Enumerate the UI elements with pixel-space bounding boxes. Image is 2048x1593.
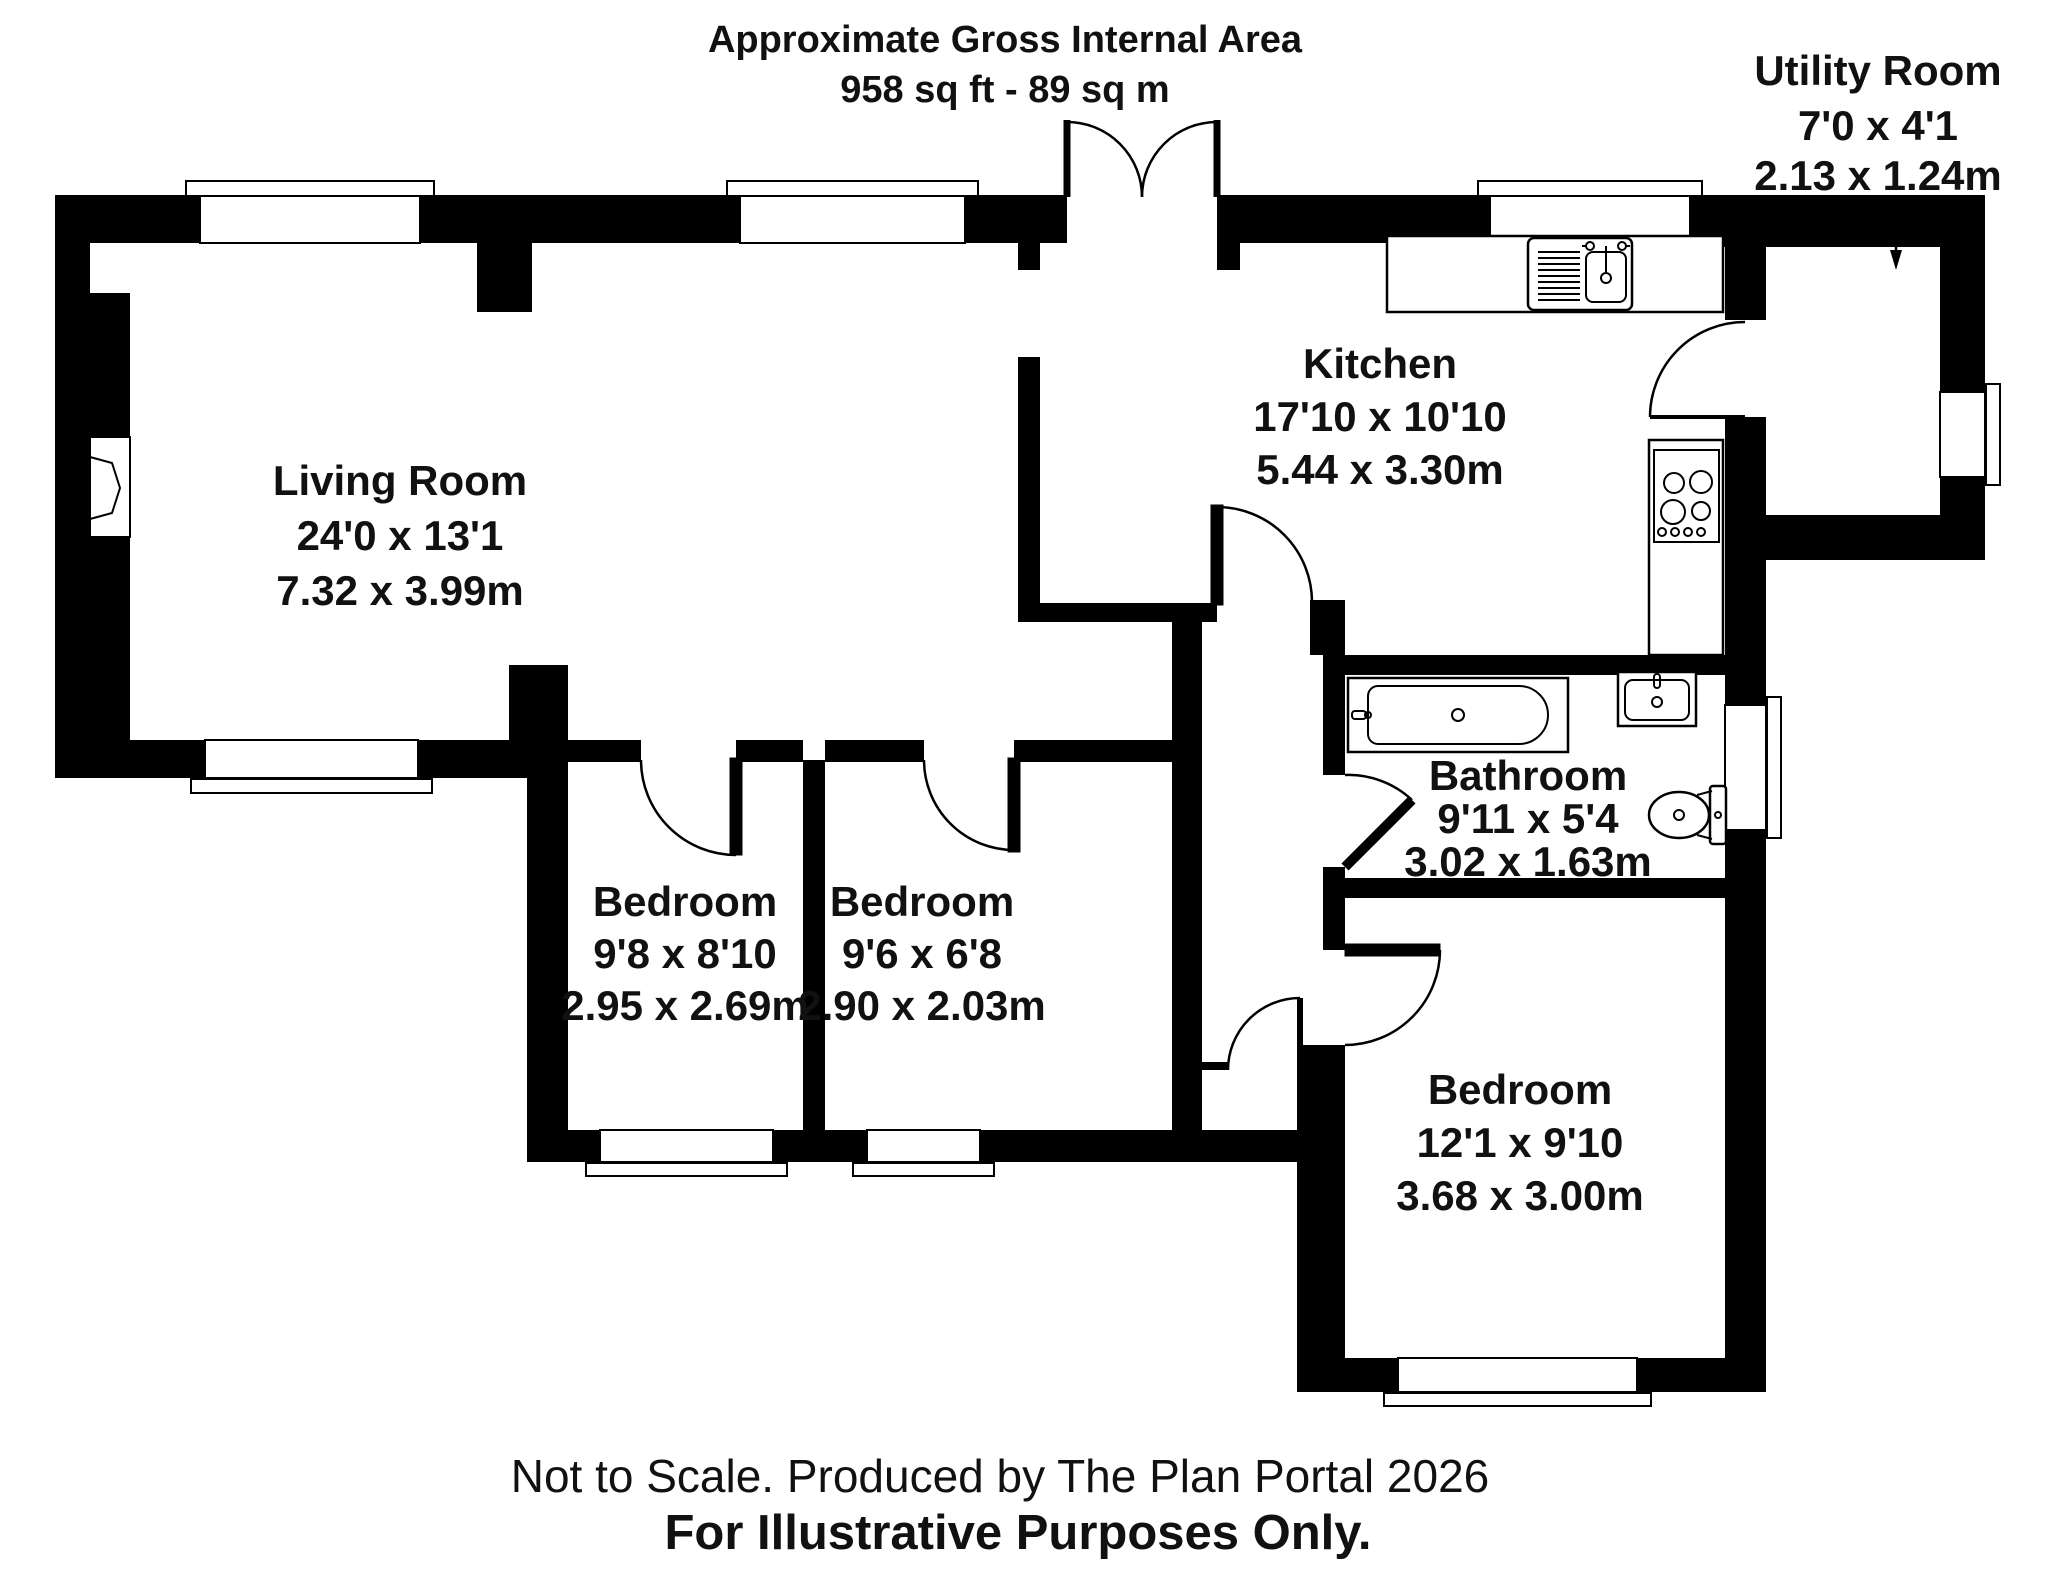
room-name: Living Room	[273, 457, 527, 504]
door-hall-cupboard	[1226, 996, 1303, 1071]
label-bedroom-1: Bedroom 9'8 x 8'10 2.95 x 2.69m	[561, 878, 809, 1029]
door-kitchen-hall	[1210, 504, 1314, 606]
door-entrance-double	[1063, 120, 1221, 243]
room-imperial: 9'6 x 6'8	[842, 930, 1002, 977]
plan-footer: Not to Scale. Produced by The Plan Porta…	[511, 1450, 1490, 1560]
room-imperial: 12'1 x 9'10	[1417, 1119, 1624, 1166]
room-metric: 2.90 x 2.03m	[798, 982, 1046, 1029]
window-utility	[1939, 383, 2001, 486]
room-imperial: 24'0 x 13'1	[297, 512, 504, 559]
window-bedroom-3	[1383, 1357, 1652, 1407]
room-metric: 7.32 x 3.99m	[276, 567, 524, 614]
door-bathroom	[1341, 773, 1416, 871]
plan-title: Approximate Gross Internal Area 958 sq f…	[708, 19, 1303, 111]
window-kitchen	[1477, 180, 1703, 244]
room-metric: 2.13 x 1.24m	[1754, 152, 2002, 199]
exterior-walls	[55, 195, 1985, 1392]
kitchen-counter-side	[1647, 438, 1725, 657]
hob-icon	[1653, 449, 1720, 543]
door-bedroom-3	[1344, 943, 1442, 1047]
title-line2: 958 sq ft - 89 sq m	[840, 69, 1169, 111]
window-bathroom	[1724, 696, 1782, 839]
window-living-top-right	[726, 180, 979, 244]
door-bedroom-1	[639, 757, 743, 857]
window-living-top-left	[185, 180, 435, 244]
label-living-room: Living Room 24'0 x 13'1 7.32 x 3.99m	[273, 457, 527, 614]
room-imperial: 9'8 x 8'10	[593, 930, 776, 977]
bath-icon	[1346, 676, 1570, 754]
kitchen-sink-icon	[1526, 236, 1634, 312]
label-kitchen: Kitchen 17'10 x 10'10 5.44 x 3.30m	[1253, 340, 1507, 493]
label-utility-room: Utility Room 7'0 x 4'1 2.13 x 1.24m	[1754, 47, 2002, 199]
label-bedroom-3: Bedroom 12'1 x 9'10 3.68 x 3.00m	[1396, 1066, 1644, 1219]
room-name: Bedroom	[593, 878, 777, 925]
toilet-icon	[1647, 784, 1728, 846]
room-imperial: 9'11 x 5'4	[1437, 795, 1619, 842]
fireplace-bay	[89, 436, 131, 538]
room-metric: 5.44 x 3.30m	[1256, 446, 1504, 493]
room-imperial: 17'10 x 10'10	[1253, 393, 1507, 440]
room-metric: 3.68 x 3.00m	[1396, 1172, 1644, 1219]
down-arrow-icon	[1890, 250, 1902, 270]
title-line1: Approximate Gross Internal Area	[708, 19, 1303, 61]
window-bedroom-1	[585, 1129, 788, 1177]
room-name: Kitchen	[1303, 340, 1457, 387]
interior-walls	[568, 357, 1766, 1132]
label-bedroom-2: Bedroom 9'6 x 6'8 2.90 x 2.03m	[798, 878, 1046, 1029]
footer-line2: For Illustrative Purposes Only.	[664, 1506, 1371, 1560]
room-metric: 3.02 x 1.63m	[1404, 838, 1652, 885]
door-bedroom-2	[922, 757, 1021, 853]
room-imperial: 7'0 x 4'1	[1798, 102, 1958, 149]
room-name: Bathroom	[1429, 752, 1627, 799]
window-living-bottom	[190, 739, 433, 794]
basin-icon	[1616, 670, 1698, 728]
room-metric: 2.95 x 2.69m	[561, 982, 809, 1029]
window-bedroom-2	[852, 1129, 995, 1177]
label-bathroom: Bathroom 9'11 x 5'4 3.02 x 1.63m	[1404, 752, 1652, 885]
utility-leader-line	[1890, 196, 1902, 270]
footer-line1: Not to Scale. Produced by The Plan Porta…	[511, 1450, 1490, 1502]
door-utility	[1648, 320, 1770, 419]
room-name: Bedroom	[1428, 1066, 1612, 1113]
room-name: Utility Room	[1754, 47, 2001, 94]
room-name: Bedroom	[830, 878, 1014, 925]
